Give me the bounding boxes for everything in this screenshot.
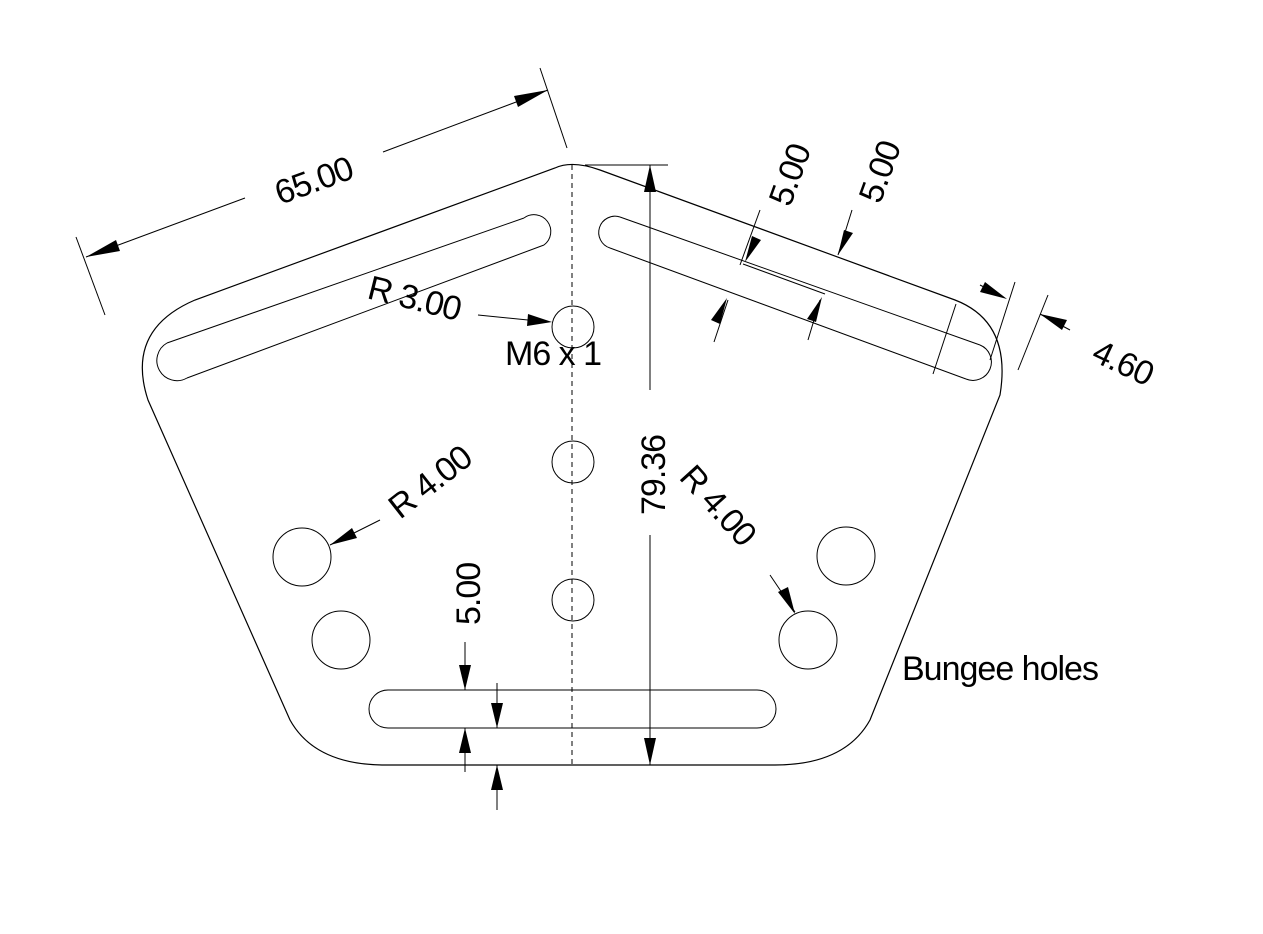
center-hole-1 — [551, 440, 595, 484]
dim-r3-label: R 3.00 — [364, 269, 465, 329]
dim-r4-left: R 4.00 — [329, 438, 480, 546]
dim-r3: R 3.00 — [364, 269, 552, 329]
m6-hole — [551, 305, 595, 349]
dim-5-b-label: 5.00 — [852, 136, 909, 208]
dim-5-a-label: 5.00 — [762, 139, 819, 211]
dim-5-a: 5.00 — [711, 139, 819, 343]
dim-4-60: 4.60 — [979, 281, 1159, 394]
bungee-hole-left-1 — [272, 527, 332, 587]
bungee-hole-left-2 — [311, 610, 371, 670]
dim-r4-right: R 4.00 — [672, 458, 796, 614]
dim-65-label: 65.00 — [270, 149, 358, 212]
dim-5-b: 5.00 — [807, 136, 909, 341]
center-hole-2 — [551, 578, 595, 622]
bungee-hole-right-2 — [778, 610, 838, 670]
dim-r4-right-label: R 4.00 — [672, 458, 763, 553]
right-slot — [598, 215, 992, 381]
left-slot — [156, 214, 552, 382]
dim-r4-left-label: R 4.00 — [382, 438, 480, 526]
dim-height-label: 79.36 — [635, 435, 673, 515]
dim-height: 79.36 — [585, 164, 673, 765]
dim-65: 65.00 — [75, 67, 568, 316]
dim-bottom-5-label: 5.00 — [450, 563, 488, 625]
thread-spec-label: M6 x 1 — [505, 335, 601, 373]
plate-outline — [141, 163, 1003, 766]
bungee-hole-right-1 — [816, 526, 876, 586]
bungee-holes-note: Bungee holes — [902, 650, 1098, 688]
bottom-slot — [368, 689, 777, 729]
dim-4-60-label: 4.60 — [1087, 333, 1159, 394]
dim-bottom-5: 5.00 — [450, 563, 503, 810]
